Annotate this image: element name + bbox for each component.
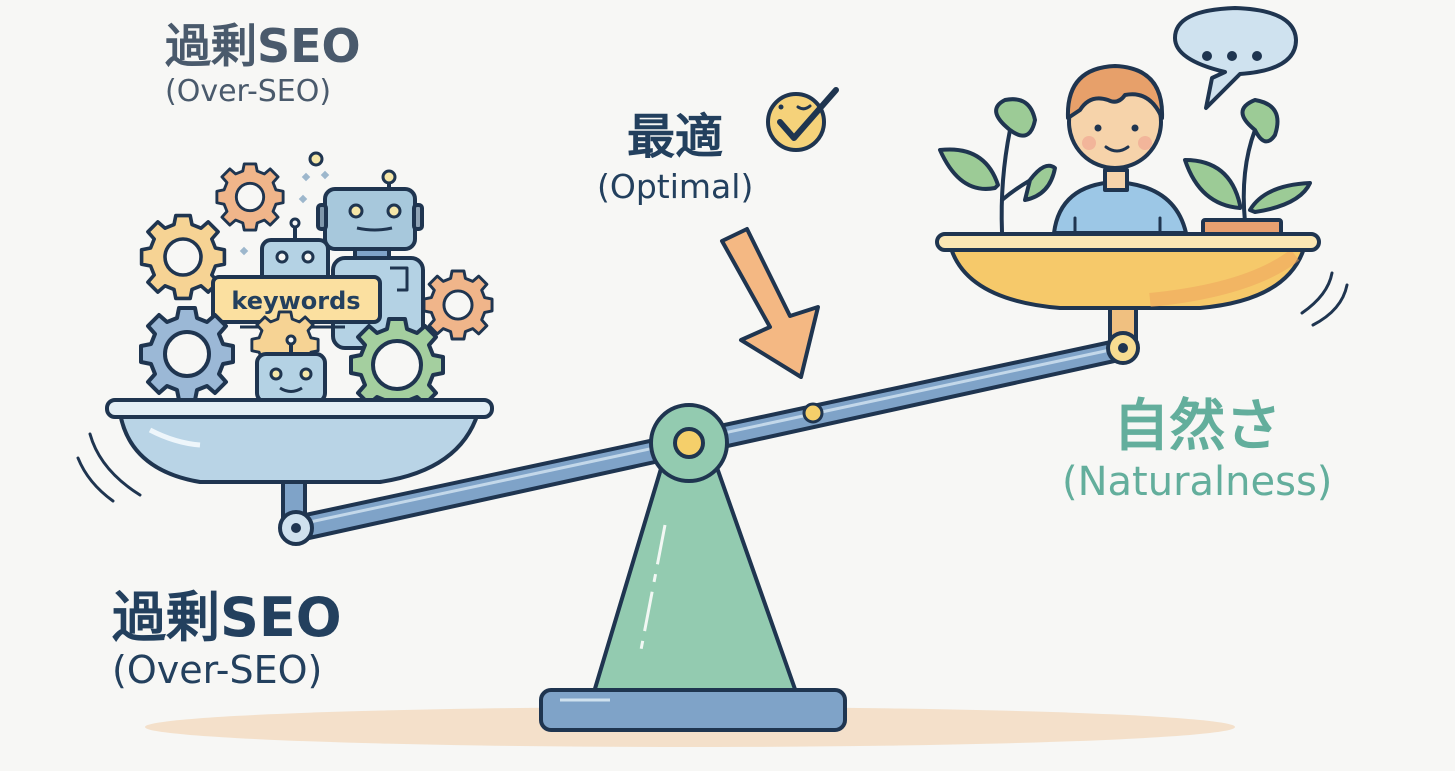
person-avatar xyxy=(1052,64,1188,235)
optimal-label: 最適 (Optimal) xyxy=(597,112,753,205)
gear-icon xyxy=(139,306,235,402)
gear-icon xyxy=(215,162,285,232)
gear-icon xyxy=(422,269,494,341)
left-pan xyxy=(105,398,494,522)
over-seo-label-bottom: 過剰SEO (Over-SEO) xyxy=(112,586,342,692)
down-arrow-icon xyxy=(720,227,820,379)
motion-lines-right xyxy=(1300,271,1349,327)
speech-bubble-icon xyxy=(1173,6,1298,110)
over-seo-en-bottom: (Over-SEO) xyxy=(112,647,323,692)
plant-icon xyxy=(938,97,1057,234)
over-seo-label-top: 過剰SEO (Over-SEO) xyxy=(165,22,361,108)
motion-lines-left xyxy=(76,432,142,503)
potted-plant-icon xyxy=(1183,98,1312,236)
right-pan-contents xyxy=(938,6,1312,236)
robot-icon xyxy=(255,334,327,404)
keywords-tag-label: keywords xyxy=(231,287,360,315)
optimal-en: (Optimal) xyxy=(597,167,754,207)
left-pan-contents xyxy=(139,151,494,413)
right-pan xyxy=(935,232,1321,365)
naturalness-jp: 自然さ xyxy=(1113,394,1282,459)
over-seo-jp-bottom: 過剰SEO xyxy=(112,586,342,649)
naturalness-en: (Naturalness) xyxy=(1062,458,1333,505)
gear-icon xyxy=(139,213,227,301)
over-seo-en-top: (Over-SEO) xyxy=(165,74,332,110)
naturalness-label: 自然さ (Naturalness) xyxy=(1062,394,1333,505)
over-seo-jp-top: 過剰SEO xyxy=(165,19,361,73)
optimal-jp: 最適 xyxy=(627,109,724,165)
smiley-check-icon xyxy=(766,87,839,152)
gear-icon xyxy=(349,317,445,413)
fulcrum xyxy=(539,403,847,732)
